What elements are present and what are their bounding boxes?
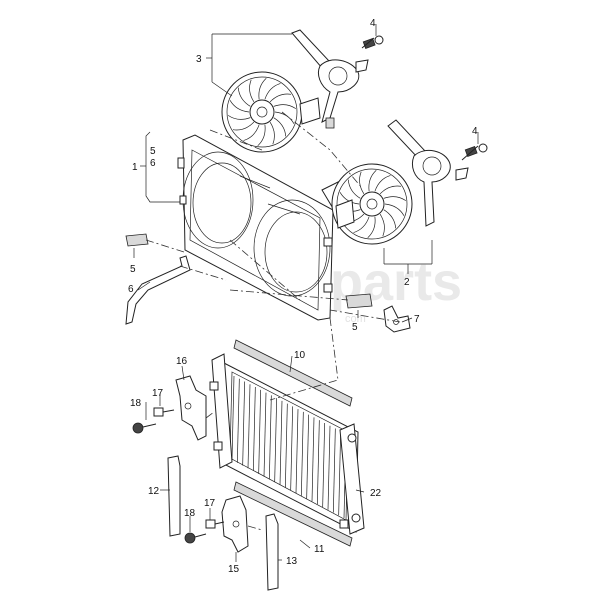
fan-blade <box>383 196 407 201</box>
fan-blade <box>353 216 370 233</box>
callout-6-frame[interactable]: 6 <box>150 158 156 169</box>
radiator-fin <box>311 417 315 502</box>
bolt-18-lower[interactable] <box>184 532 207 544</box>
radiator-fin <box>306 414 310 499</box>
radiator-fin <box>268 395 272 480</box>
fan-blade <box>374 175 391 192</box>
callout-7[interactable]: 7 <box>414 314 420 325</box>
radiator-fin <box>332 428 336 513</box>
bolt-4-lower[interactable] <box>461 143 488 161</box>
callout-6-clip[interactable]: 6 <box>128 284 134 295</box>
radiator-fin <box>295 409 299 494</box>
radiator-fin <box>322 422 326 507</box>
fan-upper[interactable] <box>221 71 303 153</box>
callout-labels: 3 4 4 5 6 1 5 6 2 5 7 10 16 17 18 22 12 … <box>128 18 478 575</box>
fan-lower-bracket[interactable] <box>335 119 469 229</box>
seal-strip-10[interactable] <box>233 339 353 407</box>
callout-10[interactable]: 10 <box>294 350 306 361</box>
radiator-fin <box>231 375 235 461</box>
fan-blade <box>359 171 365 195</box>
assembly-lines <box>145 111 401 531</box>
radiator-fin <box>274 398 278 483</box>
radiator[interactable] <box>209 353 365 535</box>
fan-blade <box>232 121 255 131</box>
fan-blade <box>347 179 361 199</box>
bracket-7[interactable] <box>383 305 411 333</box>
fan-blade <box>243 124 260 141</box>
fan-blade <box>367 216 376 238</box>
radiator-fin <box>290 406 294 491</box>
fan-blade <box>384 203 405 216</box>
radiator-fin <box>263 392 267 477</box>
callout-4-upper[interactable]: 4 <box>370 18 376 29</box>
callout-5-frame[interactable]: 5 <box>150 146 156 157</box>
fan-blade <box>269 93 292 103</box>
callout-2[interactable]: 2 <box>404 277 410 288</box>
fan-blade <box>273 117 287 137</box>
fan-shroud-frame[interactable] <box>177 134 357 321</box>
fan-blade <box>368 170 377 192</box>
callout-12[interactable]: 12 <box>148 486 160 497</box>
callout-18-upper[interactable]: 18 <box>130 398 142 409</box>
radiator-fin <box>247 384 251 469</box>
callout-16[interactable]: 16 <box>176 356 188 367</box>
leader-lines <box>133 24 479 562</box>
fan-upper-bracket[interactable] <box>291 29 369 129</box>
bolt-17-lower[interactable] <box>205 519 225 529</box>
radiator-fin <box>279 400 283 485</box>
seal-5-left[interactable] <box>125 233 149 247</box>
fan-blade <box>229 100 250 113</box>
callout-18-lower[interactable]: 18 <box>184 508 196 519</box>
wiring-clip-6[interactable] <box>125 255 191 325</box>
air-guide-13[interactable] <box>265 513 279 591</box>
bolt-4-upper[interactable] <box>361 35 384 49</box>
fan-lower[interactable] <box>331 163 413 245</box>
callout-5-left[interactable]: 5 <box>130 264 136 275</box>
radiator-fin <box>242 381 246 466</box>
fan-blade <box>379 213 385 237</box>
air-guide-12[interactable] <box>167 455 181 537</box>
fan-blade <box>339 192 360 205</box>
callout-17-upper[interactable]: 17 <box>152 388 164 399</box>
radiator-fin <box>284 403 288 488</box>
fan-blade <box>273 104 297 109</box>
watermark-subtext: com <box>345 313 366 325</box>
seal-strip-11[interactable] <box>233 481 353 547</box>
callout-5-right[interactable]: 5 <box>352 322 358 333</box>
fan-blade <box>379 185 402 195</box>
radiator-fin <box>327 425 331 510</box>
radiator-fin <box>300 411 304 496</box>
fan-blade <box>227 115 251 120</box>
callout-13[interactable]: 13 <box>286 556 298 567</box>
callout-11[interactable]: 11 <box>314 544 325 555</box>
fan-blade <box>249 79 255 103</box>
bolt-17-upper[interactable] <box>153 407 175 417</box>
fan-blade <box>264 83 281 100</box>
callout-22[interactable]: 22 <box>370 488 382 499</box>
radiator-fin <box>316 420 320 505</box>
radiator-fin <box>258 389 262 474</box>
callout-4-lower[interactable]: 4 <box>472 126 478 137</box>
callout-17-lower[interactable]: 17 <box>204 498 216 509</box>
fan-blade <box>258 78 267 100</box>
callout-15[interactable]: 15 <box>228 564 240 575</box>
fan-blade <box>237 87 251 107</box>
mounting-bracket-15[interactable] <box>221 495 249 553</box>
seal-5-right[interactable] <box>345 293 373 309</box>
fan-blade <box>383 209 397 229</box>
radiator-fin <box>252 387 256 472</box>
bolt-18-upper[interactable] <box>132 422 157 434</box>
radiator-fin <box>338 431 342 516</box>
mounting-bracket-16[interactable] <box>175 375 207 441</box>
fan-blade <box>257 124 266 146</box>
radiator-fin <box>236 378 240 463</box>
callout-3[interactable]: 3 <box>196 54 202 65</box>
fan-blade <box>269 121 275 145</box>
callout-1[interactable]: 1 <box>132 162 138 173</box>
